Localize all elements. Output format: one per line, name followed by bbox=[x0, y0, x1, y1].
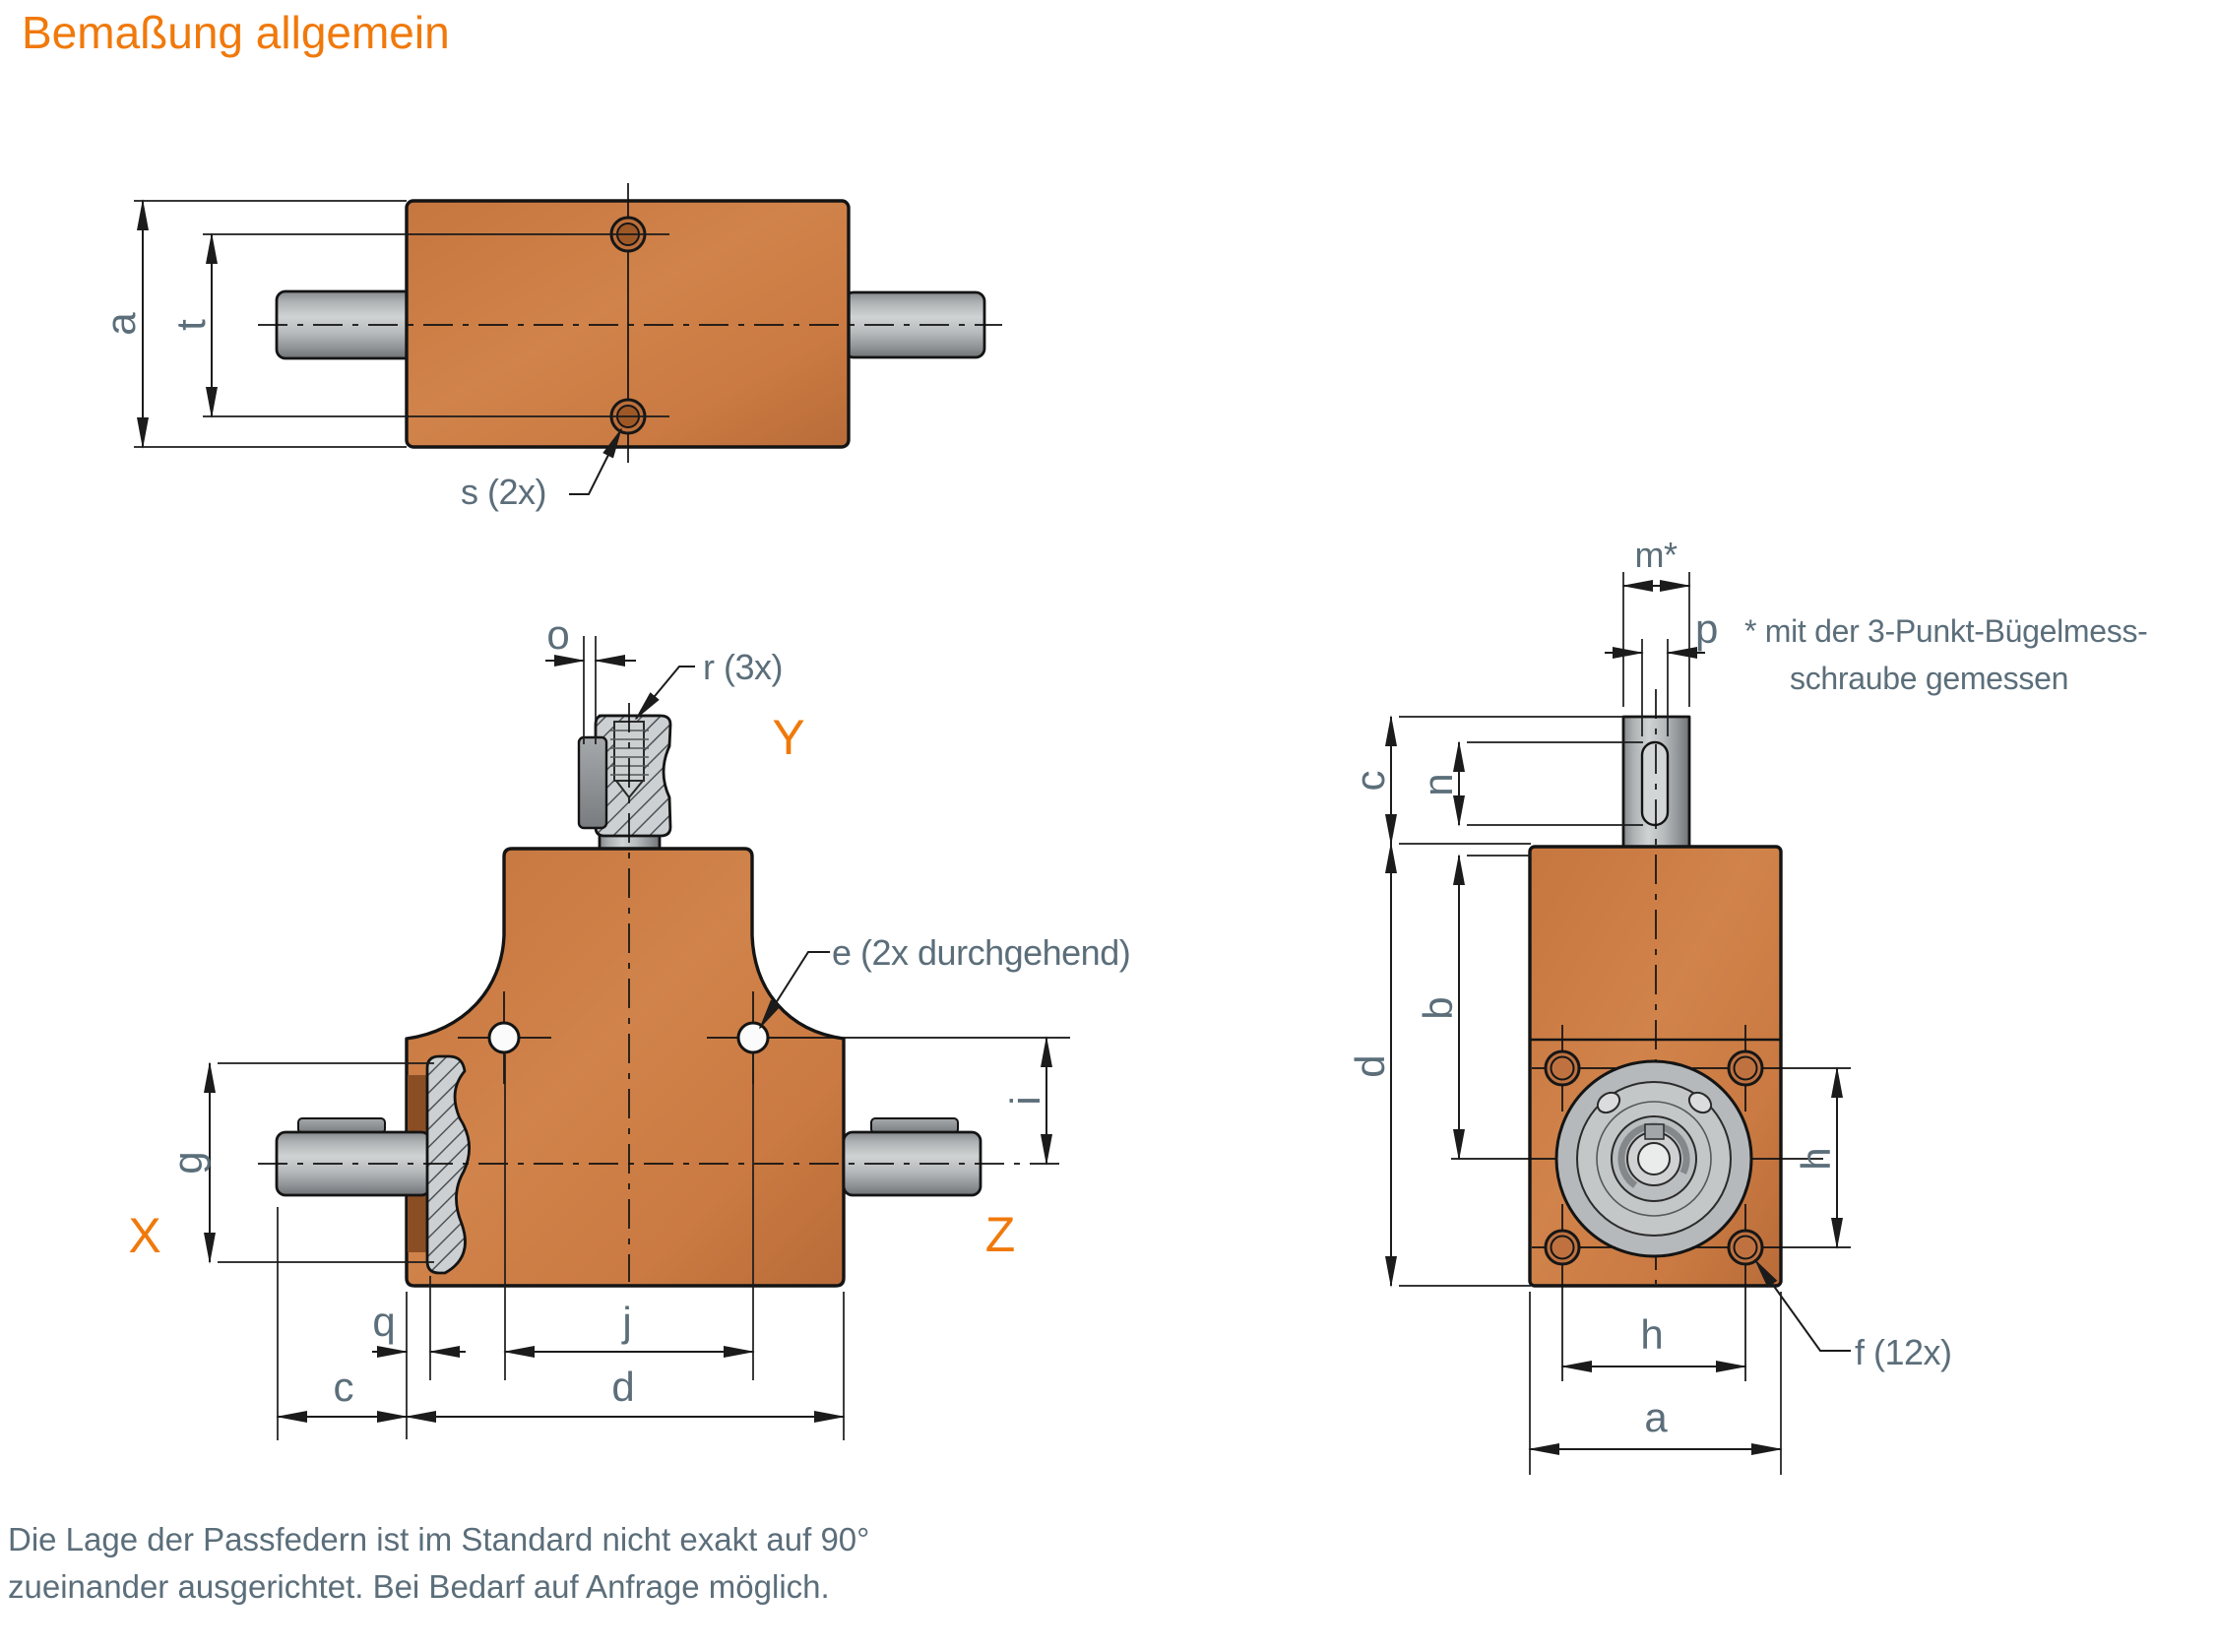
callout-s: s (2x) bbox=[461, 427, 622, 512]
leader-s bbox=[569, 427, 622, 495]
dimension-g: g bbox=[164, 1061, 434, 1264]
axis-label-z: Z bbox=[985, 1207, 1016, 1262]
shaft-bore bbox=[1637, 1142, 1671, 1175]
dim-label-g: g bbox=[164, 1151, 211, 1174]
side-view-keyway-slot bbox=[1640, 740, 1670, 827]
front-view-top-key bbox=[577, 735, 608, 830]
dimension-o: o bbox=[545, 611, 636, 744]
dimension-m: m* bbox=[1621, 535, 1691, 707]
side-view-flange bbox=[1451, 1059, 1823, 1258]
dim-label-b: b bbox=[1415, 996, 1461, 1019]
dim-label-c-front: c bbox=[334, 1364, 354, 1410]
footnote-line-1: Die Lage der Passfedern ist im Standard … bbox=[8, 1521, 870, 1557]
dimension-p: p bbox=[1605, 605, 1718, 736]
dimension-t-top-view: t bbox=[167, 232, 669, 418]
flange-bolt-hole-left bbox=[1596, 1091, 1621, 1114]
dimension-c-side: c bbox=[1347, 715, 1624, 846]
dim-label-m: m* bbox=[1635, 535, 1678, 575]
front-view-hole-e-left bbox=[458, 991, 551, 1084]
dimension-a-top-view: a bbox=[97, 199, 407, 449]
dimension-b: b bbox=[1415, 854, 1531, 1161]
front-view-housing bbox=[405, 847, 846, 1288]
dimension-c-front: c bbox=[276, 1207, 409, 1440]
circlip-ring bbox=[1617, 1122, 1690, 1195]
callout-r: r (3x) bbox=[634, 647, 784, 721]
dim-label-j: j bbox=[620, 1299, 631, 1345]
callout-label-r: r (3x) bbox=[703, 647, 783, 687]
flange-inner-ring bbox=[1596, 1101, 1712, 1217]
page-title: Bemaßung allgemein bbox=[22, 7, 450, 58]
dim-label-p: p bbox=[1695, 605, 1718, 652]
dimension-h-vertical: h bbox=[1793, 1066, 1843, 1249]
axis-label-x: X bbox=[128, 1208, 160, 1263]
side-view-hole-f-top-left bbox=[1532, 1025, 1615, 1112]
dimension-q: q bbox=[372, 1276, 466, 1439]
dim-label-c-side: c bbox=[1347, 771, 1393, 792]
shaft-keyway bbox=[1644, 1123, 1665, 1140]
measuring-note: * mit der 3-Punkt-Bügelmess- schraube ge… bbox=[1744, 613, 2148, 696]
dim-label-d-side: d bbox=[1347, 1054, 1393, 1077]
leader-r bbox=[634, 666, 695, 721]
note-line-2: schraube gemessen bbox=[1790, 661, 2068, 696]
dim-label-t: t bbox=[167, 319, 214, 331]
callout-e: e (2x durchgehend) bbox=[758, 932, 1131, 1030]
dim-label-o: o bbox=[546, 611, 569, 658]
dimension-j: j bbox=[503, 1052, 755, 1380]
dim-label-h-vertical: h bbox=[1793, 1147, 1839, 1170]
dim-label-i: i bbox=[1002, 1096, 1048, 1105]
side-view-hole-f-bottom-left bbox=[1532, 1204, 1615, 1381]
dim-label-d-front: d bbox=[611, 1364, 634, 1410]
callout-label-f: f (12x) bbox=[1855, 1332, 1952, 1372]
dim-label-a-side: a bbox=[1644, 1394, 1668, 1440]
side-view-hole-f-top-right bbox=[1692, 1025, 1851, 1112]
top-view: a t s (2x) bbox=[97, 183, 1002, 512]
flange-bolt-hole-right bbox=[1687, 1091, 1713, 1114]
dimension-d-front: d bbox=[405, 1292, 846, 1440]
dimension-d-side: d bbox=[1347, 842, 1531, 1288]
leader-e bbox=[758, 951, 830, 1030]
dim-label-a: a bbox=[97, 312, 144, 336]
footnote: Die Lage der Passfedern ist im Standard … bbox=[8, 1516, 869, 1611]
side-view-hole-f-bottom-right bbox=[1692, 1204, 1851, 1381]
dimension-h-horizontal: h bbox=[1560, 1311, 1747, 1372]
dimension-a-side: a bbox=[1528, 1292, 1783, 1475]
dim-label-n: n bbox=[1415, 773, 1461, 795]
leader-f bbox=[1753, 1258, 1851, 1352]
dimension-i: i bbox=[1002, 1036, 1052, 1166]
axis-label-y: Y bbox=[772, 710, 804, 765]
footnote-line-2: zueinander ausgerichtet. Bei Bedarf auf … bbox=[8, 1568, 830, 1605]
note-line-1: * mit der 3-Punkt-Bügelmess- bbox=[1744, 613, 2148, 649]
dim-label-h-horizontal: h bbox=[1640, 1311, 1663, 1358]
front-view: o r (3x) e (2x durchgehend) g bbox=[128, 611, 1131, 1440]
side-view: m* p * mit der 3-Punkt-Bügelmess- schrau… bbox=[1347, 535, 2148, 1475]
callout-f: f (12x) bbox=[1753, 1258, 1952, 1372]
callout-label-s: s (2x) bbox=[461, 472, 546, 512]
callout-label-e: e (2x durchgehend) bbox=[832, 932, 1130, 973]
dimension-n: n bbox=[1415, 740, 1643, 827]
dim-label-q: q bbox=[372, 1299, 395, 1345]
